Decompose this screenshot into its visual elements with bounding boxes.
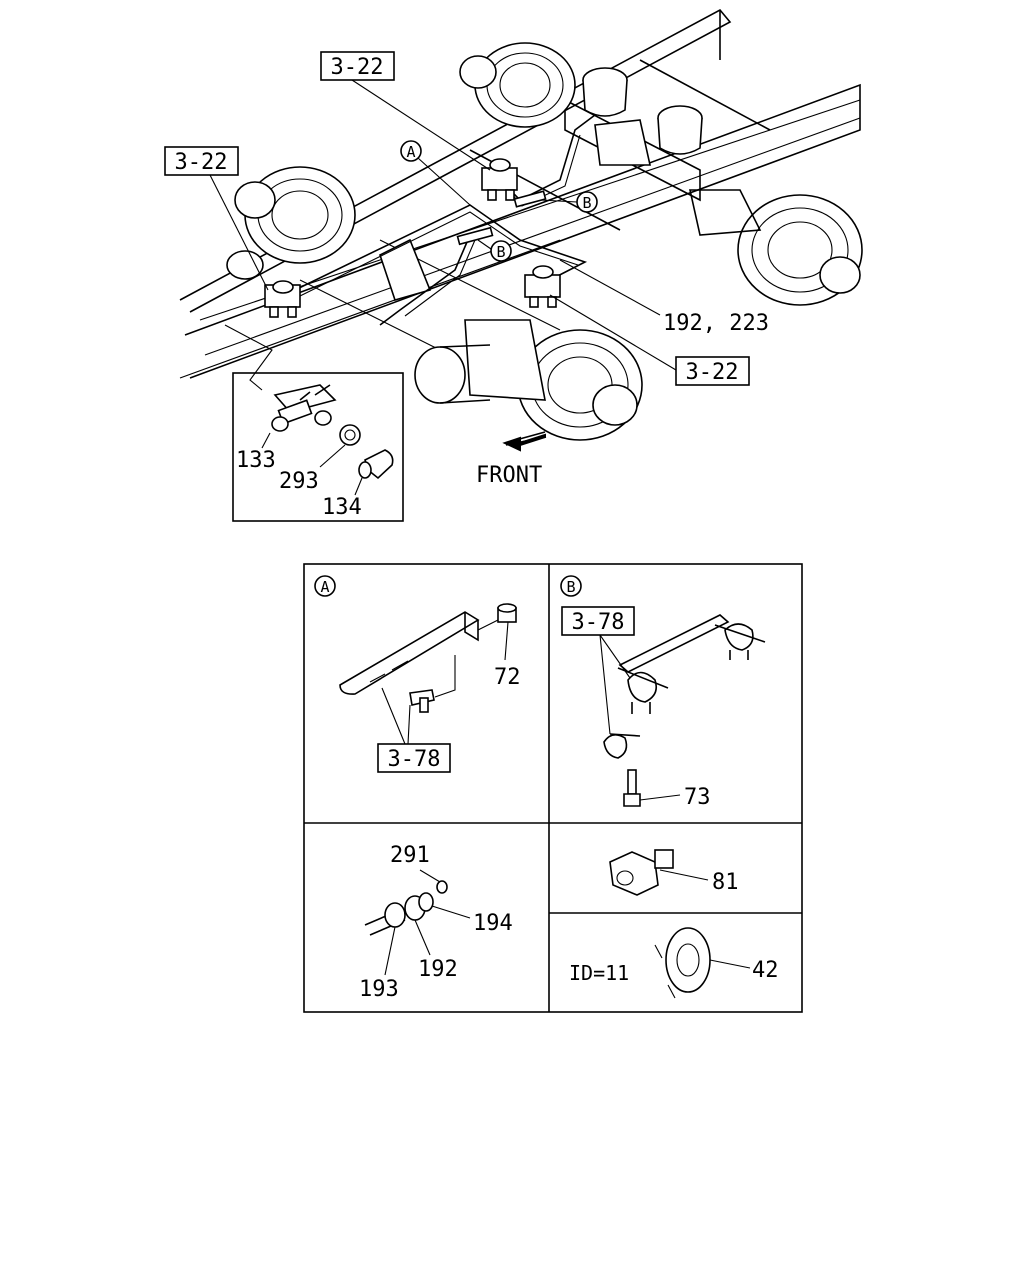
part-73-label: 73 — [684, 785, 711, 810]
callout-b1-label: B — [582, 194, 591, 212]
part-81-label: 81 — [712, 870, 739, 895]
detail-a-panel: A 72 3-78 — [314, 575, 521, 773]
ref-box-top: 3-22 — [320, 51, 491, 171]
part-134-label: 134 — [322, 495, 362, 520]
callout-b2-label: B — [496, 243, 505, 261]
brake-chambers — [379, 67, 703, 301]
detail-a-ref: 3-78 — [388, 747, 441, 772]
detail-a-marker: A — [320, 578, 329, 596]
ref-label-left: 3-22 — [175, 150, 228, 175]
wheel-front-bottom — [414, 319, 643, 441]
pipe-clips — [456, 190, 547, 246]
part-293-label: 293 — [279, 469, 319, 494]
detail-b-ref: 3-78 — [572, 610, 625, 635]
callout-a-label: A — [406, 143, 415, 161]
detail-fitting-panel: 291 194 192 193 — [359, 843, 513, 1002]
ref-label-top: 3-22 — [331, 55, 384, 80]
ref-box-left: 3-22 — [164, 146, 269, 291]
front-label: FRONT — [476, 463, 542, 488]
detail-b-marker: B — [566, 578, 575, 596]
detail-grid — [303, 563, 803, 1013]
washer-id-label: ID=11 — [569, 961, 629, 985]
part-133-label: 133 — [236, 448, 276, 473]
valve-left — [264, 280, 301, 318]
part-194-label: 194 — [473, 911, 513, 936]
valve-right — [524, 265, 561, 308]
callout-b1-main: B — [539, 191, 598, 213]
callout-a-main: A — [400, 140, 471, 206]
front-arrow-icon — [502, 431, 547, 452]
detail-b-panel: B 3-78 73 — [560, 575, 766, 810]
part-193-label: 193 — [359, 977, 399, 1002]
inset-fittings: 133 293 134 — [224, 324, 404, 522]
part-72-label: 72 — [494, 665, 521, 690]
pipe-part-label: 192, 223 — [663, 311, 769, 336]
part-192-label: 192 — [418, 957, 458, 982]
wheel-rear-top — [459, 42, 576, 128]
part-42-label: 42 — [752, 958, 779, 983]
valve-top — [481, 158, 518, 201]
ref-box-right: 3-22 — [549, 294, 750, 386]
callout-b2-main: B — [477, 239, 512, 262]
wheel-front-right — [689, 189, 863, 306]
wheel-rear-left — [226, 166, 356, 280]
detail-washer-panel: ID=11 42 — [569, 927, 779, 999]
ref-label-right: 3-22 — [686, 360, 739, 385]
part-291-label: 291 — [390, 843, 430, 868]
detail-nut-panel: 81 — [609, 849, 739, 896]
